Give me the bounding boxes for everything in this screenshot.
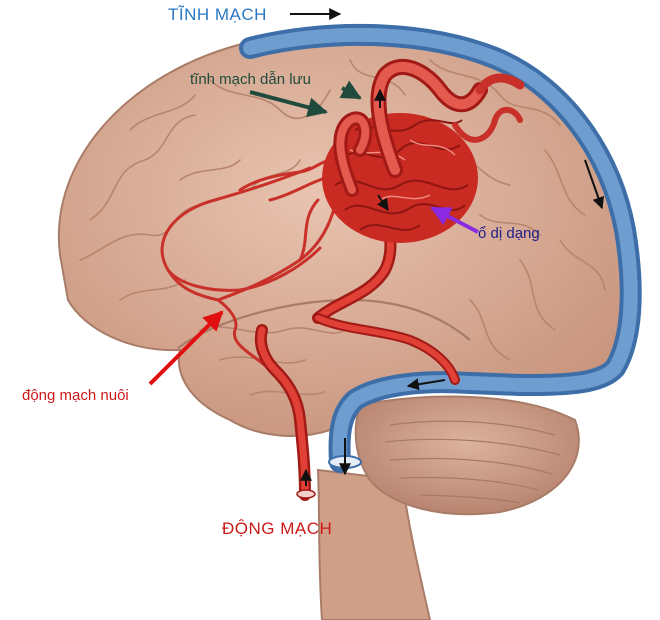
posterior-flow-arrow xyxy=(584,159,605,210)
draining-vein-pointer-1 xyxy=(249,90,328,118)
artery-label: ĐỘNG MẠCH xyxy=(222,519,333,538)
feeding-artery-pointer xyxy=(148,310,224,386)
nidus-label: ổ dị dạng xyxy=(478,225,540,242)
cerebellum xyxy=(354,395,580,516)
feeding-artery-label: động mạch nuôi xyxy=(22,387,129,404)
draining-veins xyxy=(333,58,525,197)
nidus-pointer xyxy=(430,206,479,234)
main-artery xyxy=(254,324,316,501)
vein-label: TĨNH MẠCH xyxy=(168,5,267,24)
nidus-down-arrow xyxy=(377,194,389,211)
draining-vein-pointer-2 xyxy=(339,80,362,100)
sinus-flow-arrow xyxy=(406,378,446,391)
flow-arrows xyxy=(290,8,605,486)
draining-vein-label: tĩnh mạch dẫn lưu xyxy=(190,71,311,88)
brain-stem xyxy=(316,468,432,620)
